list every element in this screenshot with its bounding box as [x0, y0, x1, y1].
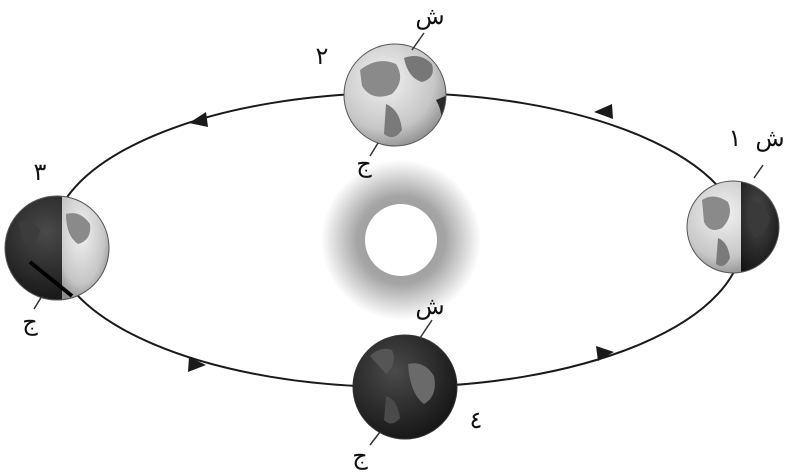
- south-pole-label-2: ج: [356, 150, 372, 178]
- earth-position-4: [353, 335, 457, 439]
- position-number-1: ١: [729, 124, 742, 152]
- orbit-arrow-bottom-right-icon: [596, 346, 614, 361]
- orbit-arrow-top-right-icon: [594, 104, 613, 119]
- earth-position-2: [344, 44, 450, 146]
- north-pole-label-1: ش: [755, 124, 784, 152]
- pole-pointer-4-south: [370, 432, 380, 445]
- earth-position-1: [687, 181, 781, 273]
- sun-core: [365, 204, 437, 276]
- pole-pointer-4-north: [420, 320, 432, 338]
- orbit-arrow-top-left-icon: [189, 112, 208, 127]
- position-number-3: ٣: [34, 158, 47, 186]
- position-number-2: ٢: [316, 42, 329, 70]
- south-pole-label-4: ج: [352, 442, 368, 470]
- south-pole-label-3: ج: [22, 308, 38, 336]
- north-pole-label-4: ش: [415, 292, 444, 320]
- pole-pointer-2-north: [412, 33, 424, 50]
- position-number-4: ٤: [470, 406, 483, 434]
- pole-pointer-1-north: [754, 165, 763, 178]
- sun: [321, 160, 481, 320]
- earth-position-3: [5, 196, 110, 300]
- north-pole-label-2: ش: [415, 2, 444, 30]
